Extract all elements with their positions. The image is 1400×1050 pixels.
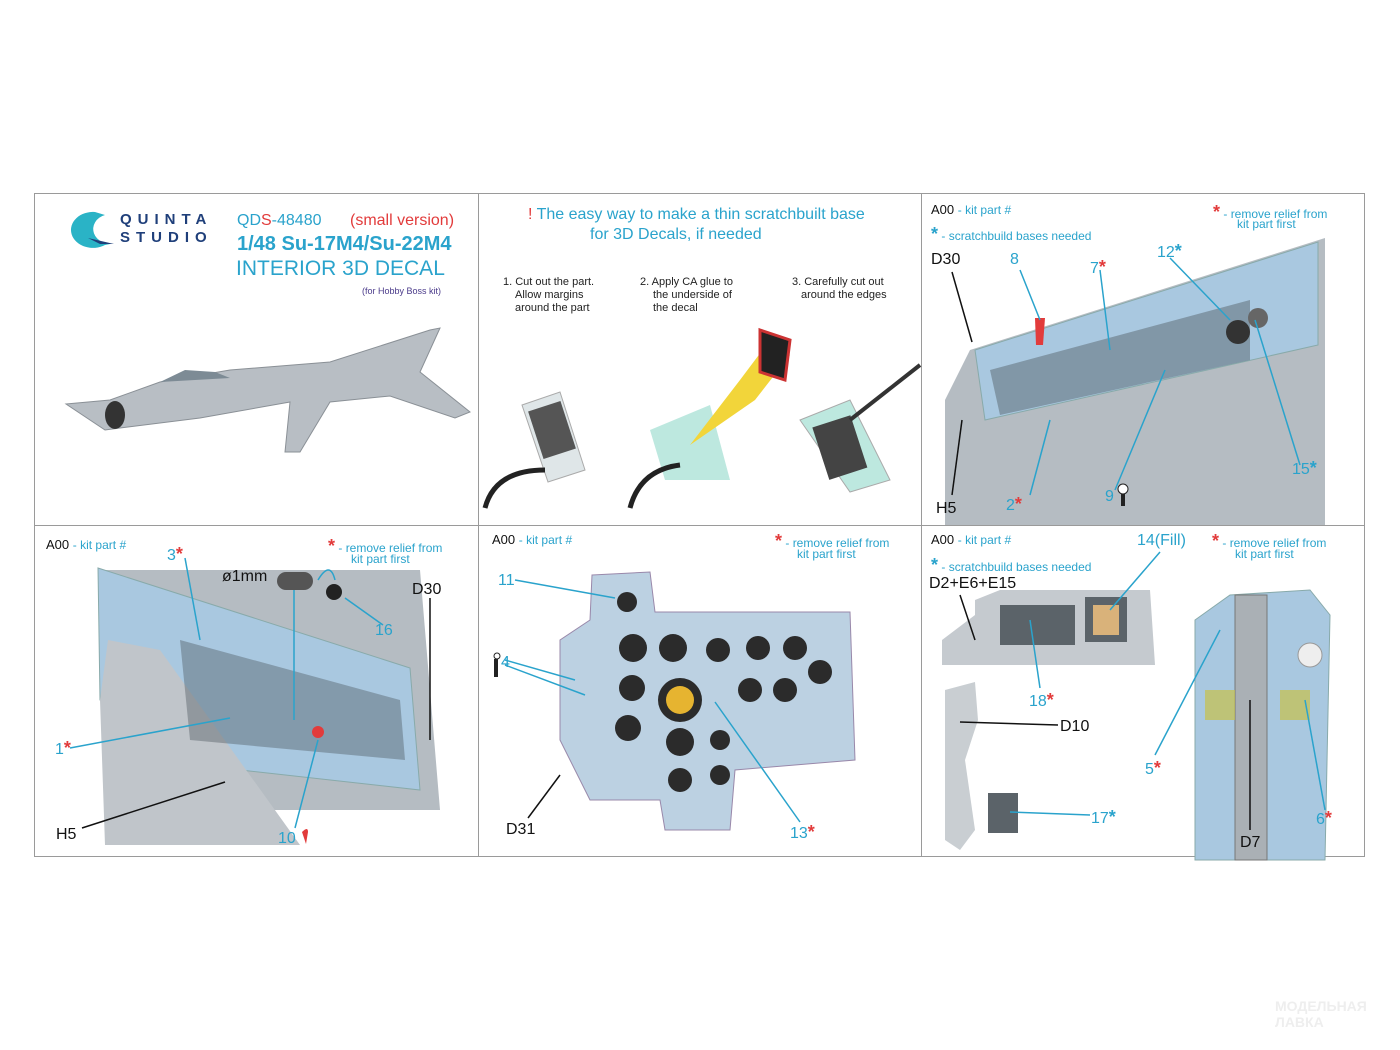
part-label: H5 [936, 500, 957, 517]
side-panel-parts-image [942, 589, 1331, 861]
legend-kit-part: A00 - kit part # [492, 532, 573, 547]
legend-remove: * - remove relief from [1212, 531, 1327, 551]
legend-scratch: * - scratchbuild bases needed [931, 555, 1092, 575]
howto-title: ! The easy way to make a thin scratchbui… [528, 206, 865, 223]
legend-remove: * - remove relief from [328, 536, 443, 556]
legend-kit-part: A00 - kit part # [931, 202, 1012, 217]
part-label: D2+E6+E15 [929, 575, 1017, 592]
callout-label: 11 [498, 572, 515, 589]
side-console-right-image [945, 238, 1325, 525]
legend-remove: * - remove relief from [775, 531, 890, 551]
callout-label: 6* [1316, 808, 1332, 828]
callout-label: 15* [1292, 458, 1317, 478]
callout-label: 18* [1029, 690, 1054, 710]
step2-image [627, 327, 792, 509]
callout-label: 17* [1091, 807, 1116, 827]
callout-label: 14(Fill) [1137, 532, 1186, 549]
divider [34, 525, 1365, 526]
part-label: D7 [1240, 834, 1261, 851]
callout-label: 2* [1006, 494, 1022, 514]
part-label: H5 [56, 826, 77, 843]
legend-kit-part: A00 - kit part # [46, 537, 127, 552]
callout-label: 8 [1010, 251, 1019, 268]
aircraft-image [64, 327, 471, 453]
part-label: D30 [412, 581, 442, 598]
howto-title-2: for 3D Decals, if needed [590, 226, 762, 243]
part-label: D10 [1060, 718, 1090, 735]
legend-remove-2: kit part first [351, 552, 410, 566]
callout-label: 5* [1145, 758, 1161, 778]
callout-label: 3* [167, 544, 183, 564]
instrument-panel-image [493, 571, 856, 831]
legend-scratch: * - scratchbuild bases needed [931, 224, 1092, 244]
legend-remove-2: kit part first [1235, 547, 1294, 561]
callout-label: 9 [1105, 488, 1114, 505]
side-console-left-image [97, 567, 440, 845]
quinta-logo-icon [70, 211, 115, 248]
product-title: 1/48 Su-17M4/Su-22M4 [237, 233, 452, 255]
part-lines [81, 271, 1251, 830]
version-label: (small version) [350, 212, 455, 229]
callout-lines [69, 257, 1326, 829]
callout-label: 10 [278, 830, 296, 847]
callout-label: 7* [1090, 257, 1106, 277]
legend-remove-2: kit part first [797, 547, 856, 561]
legend-kit-part: A00 - kit part # [931, 532, 1012, 547]
legend-remove: * - remove relief from [1213, 202, 1328, 222]
callout-label: 1* [55, 738, 71, 758]
dimension-label: ø1mm [222, 568, 268, 585]
step1-image [482, 391, 586, 509]
product-subtitle: INTERIOR 3D DECAL [236, 257, 445, 280]
part-label: D31 [506, 821, 536, 838]
legend-remove-2: kit part first [1237, 217, 1296, 231]
callout-label: 13* [790, 822, 815, 842]
callout-label: 12* [1157, 241, 1182, 261]
step3-image [799, 363, 922, 493]
kit-note: (for Hobby Boss kit) [362, 286, 442, 296]
part-label: D30 [931, 251, 961, 268]
callout-label: 16 [375, 622, 393, 639]
product-code: QDS-48480 [237, 212, 322, 229]
callout-label: 4 [501, 654, 510, 671]
